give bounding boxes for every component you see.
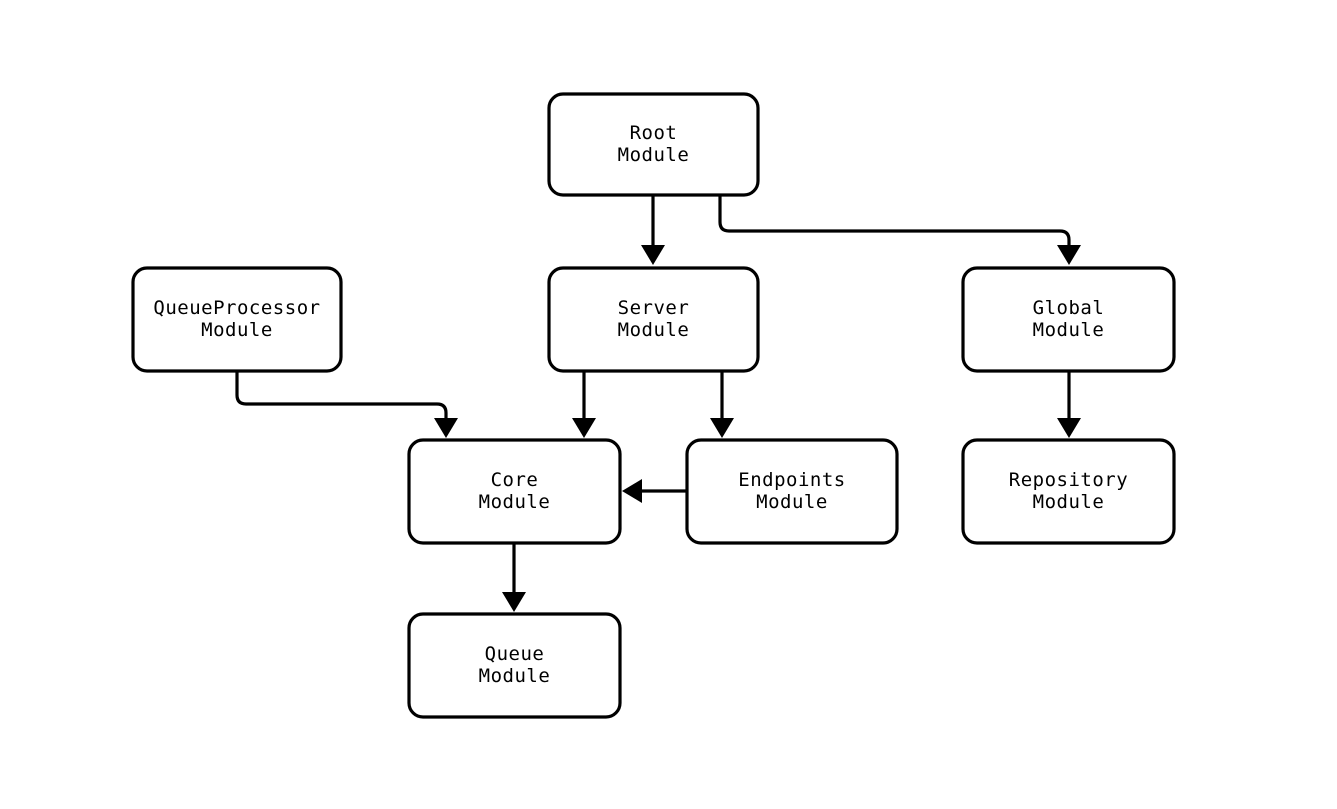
edge-arrowhead	[1057, 245, 1081, 265]
node-label-line1: QueueProcessor	[153, 297, 320, 319]
edge-arrowhead	[1057, 418, 1081, 438]
edge-core-to-queue	[502, 543, 526, 612]
edges-layer	[235, 195, 1081, 612]
edge-server-to-core	[572, 371, 596, 438]
node-label-line1: Server	[618, 297, 690, 319]
node-label-line1: Repository	[1009, 469, 1128, 491]
node-label-line2: Module	[618, 319, 690, 341]
edge-arrowhead	[502, 592, 526, 612]
node-label-line2: Module	[618, 144, 690, 166]
edge-server-to-endpoints	[710, 371, 734, 438]
edge-arrowhead	[641, 245, 665, 265]
node-label-line2: Module	[201, 319, 273, 341]
node-label-line1: Root	[630, 122, 678, 144]
node-box[interactable]	[407, 612, 622, 719]
node-label-line2: Module	[756, 491, 828, 513]
node-label-line1: Core	[491, 469, 539, 491]
edge-arrowhead	[572, 418, 596, 438]
edge-root-to-global	[718, 195, 1081, 265]
node-label-line2: Module	[1033, 491, 1105, 513]
node-label-line2: Module	[479, 665, 551, 687]
node-box[interactable]	[131, 266, 343, 373]
node-box[interactable]	[547, 92, 760, 197]
edge-line	[235, 371, 448, 421]
edge-arrowhead	[434, 418, 458, 438]
edge-arrowhead	[710, 418, 734, 438]
nodes-layer: RootModuleQueueProcessorModuleServerModu…	[131, 92, 1176, 719]
node-label-line1: Queue	[485, 643, 545, 665]
node-box[interactable]	[407, 438, 622, 545]
node-box[interactable]	[685, 438, 899, 545]
node-label-line1: Global	[1033, 297, 1105, 319]
node-box[interactable]	[547, 266, 760, 373]
edge-line	[718, 195, 1071, 248]
edge-root-to-server	[641, 195, 665, 265]
edge-arrowhead	[622, 479, 642, 503]
node-label-line2: Module	[1033, 319, 1105, 341]
node-box[interactable]	[961, 438, 1176, 545]
node-box[interactable]	[961, 266, 1176, 373]
edge-queueprocessor-to-core	[235, 371, 458, 438]
node-label-line1: Endpoints	[738, 469, 845, 491]
edge-endpoints-to-core	[622, 479, 687, 503]
edge-global-to-repository	[1057, 371, 1081, 438]
node-label-line2: Module	[479, 491, 551, 513]
